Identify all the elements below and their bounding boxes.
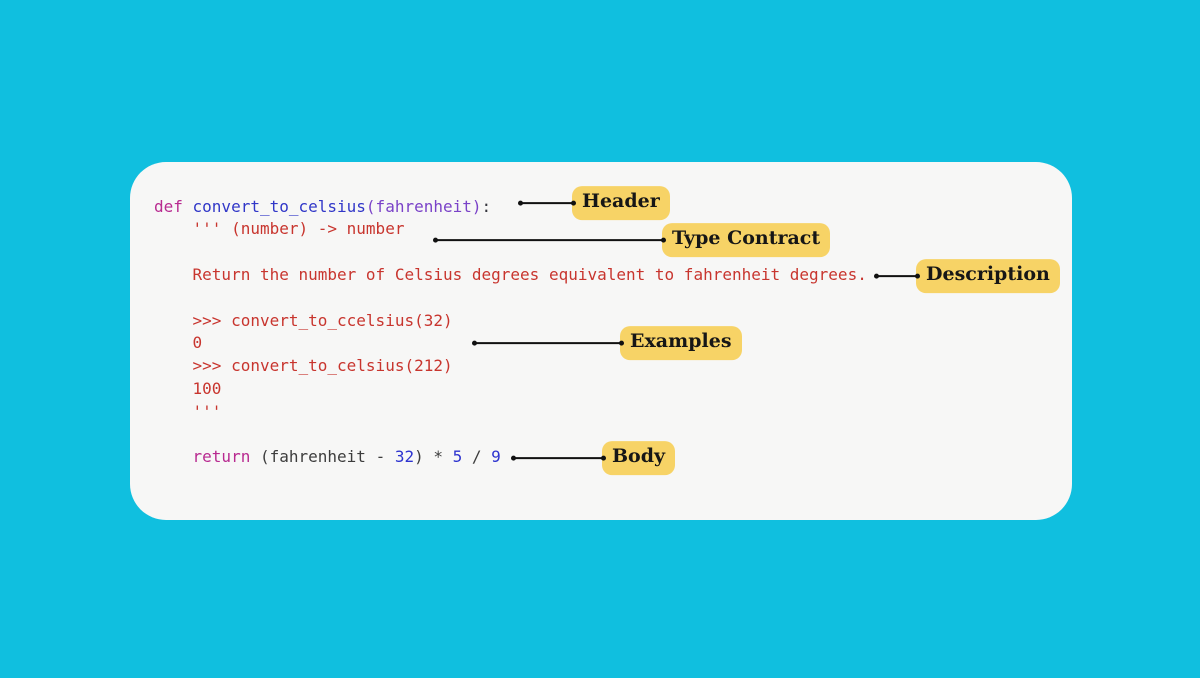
code-line-example-call-2: >>> convert_to_celsius(212) bbox=[154, 355, 867, 378]
docstring-description: Return the number of Celsius degrees equ… bbox=[154, 264, 867, 284]
annotation-header: Header bbox=[520, 186, 670, 220]
docstring-example-result-2: 100 bbox=[154, 378, 222, 398]
body-expression-div: / bbox=[462, 447, 492, 467]
code-card bbox=[130, 162, 1072, 520]
keyword-def: def bbox=[154, 196, 193, 216]
connector-line-examples bbox=[474, 342, 621, 344]
code-line-docstring-close: ''' bbox=[154, 401, 867, 424]
annotation-examples: Examples bbox=[474, 326, 742, 360]
docstring-type-contract: ''' (number) -> number bbox=[154, 219, 405, 239]
code-line-example-result-2: 100 bbox=[154, 378, 867, 401]
annotation-badge-examples: Examples bbox=[620, 326, 742, 360]
colon: : bbox=[481, 196, 492, 216]
code-line-body: return (fahrenheit - 32) * 5 / 9 bbox=[154, 446, 867, 469]
keyword-return: return bbox=[154, 447, 260, 467]
connector-line-type-contract bbox=[435, 239, 663, 241]
number-5: 5 bbox=[452, 447, 463, 467]
annotation-description: Description bbox=[876, 259, 1060, 293]
code-line-blank bbox=[154, 287, 867, 310]
code-line-example-call-1: >>> convert_to_ccelsius(32) bbox=[154, 310, 867, 333]
docstring-close-quotes: ''' bbox=[154, 401, 222, 421]
docstring-example-call-2: >>> convert_to_celsius(212) bbox=[154, 356, 453, 376]
number-9: 9 bbox=[491, 447, 501, 467]
annotation-type-contract: Type Contract bbox=[435, 223, 831, 257]
code-line-type-contract: ''' (number) -> number bbox=[154, 218, 867, 241]
annotation-badge-type-contract: Type Contract bbox=[662, 223, 831, 257]
number-32: 32 bbox=[394, 447, 415, 467]
annotation-badge-description: Description bbox=[916, 259, 1060, 293]
code-line-example-result-1: 0 bbox=[154, 332, 867, 355]
connector-line-body bbox=[513, 457, 603, 459]
parameter-list: (fahrenheit) bbox=[365, 196, 482, 216]
annotation-badge-header: Header bbox=[572, 186, 670, 220]
docstring-example-call-1: >>> convert_to_ccelsius(32) bbox=[154, 310, 453, 330]
body-expression-mid: ) * bbox=[414, 447, 453, 467]
function-name: convert_to_celsius bbox=[192, 196, 366, 216]
connector-line-header bbox=[520, 202, 573, 204]
annotation-body: Body bbox=[513, 441, 676, 475]
code-block: def convert_to_celsius(fahrenheit): ''' … bbox=[154, 196, 867, 470]
docstring-example-result-1: 0 bbox=[154, 333, 203, 353]
annotation-badge-body: Body bbox=[602, 441, 676, 475]
code-line-blank bbox=[154, 424, 867, 447]
connector-line-description bbox=[876, 275, 917, 277]
code-line-header: def convert_to_celsius(fahrenheit): bbox=[154, 196, 867, 219]
code-line-description: Return the number of Celsius degrees equ… bbox=[154, 264, 867, 287]
body-expression-open: (fahrenheit - bbox=[259, 447, 395, 467]
